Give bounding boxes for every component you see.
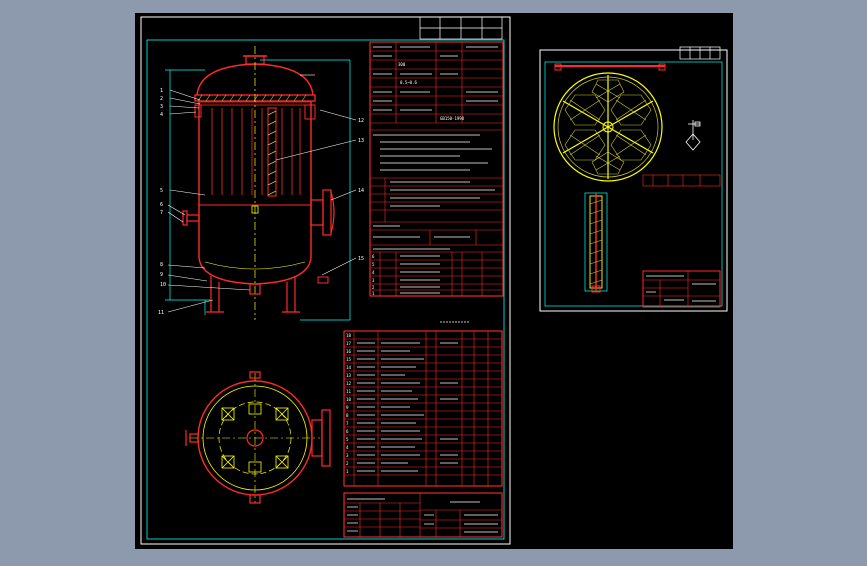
main-drawing-sheet: 1 2 3 4 5 6 7 8 9 10 11 12 13 14 15 [140,16,511,545]
callout-4: 4 [160,112,163,118]
technical-data-table [369,41,504,297]
part-number: 9 [346,405,349,410]
leader-lines-right [275,74,357,276]
callout-numbers: 1 2 3 4 5 6 7 8 9 10 11 12 13 14 15 [158,88,364,316]
callout-8: 8 [160,262,163,268]
callout-9: 9 [160,272,163,278]
nozzle-row-id: 5 [372,262,375,267]
main-sheet-border [140,16,511,545]
parts-list-table [343,330,503,487]
center-element-hatch [267,110,277,196]
part-number: 7 [346,421,349,426]
tube-sheet-ribs [562,75,654,179]
nozzle-row-id: 4 [372,270,375,275]
part-number: 5 [346,437,349,442]
callout-3: 3 [160,104,163,110]
parts-list-text-strokes [357,342,458,472]
tube-sheet-outer [553,72,663,182]
plan-nozzles [185,371,331,504]
detail-table-strip [642,174,721,187]
vessel-elevation-view: 1 2 3 4 5 6 7 8 9 10 11 12 13 14 15 [158,46,364,321]
nozzle-row-id: 3 [372,278,375,283]
tube-hole-pattern [564,79,652,175]
part-number: 17 [346,341,352,346]
main-inner-frame [146,39,505,540]
top-title-stub [419,16,503,40]
inlet-nozzle-left [182,210,200,226]
filter-element-bundle [211,108,301,195]
technical-data-notes: 300 GB150-1998 0.5~0.6 [398,62,465,121]
drain-nozzle [249,283,261,295]
part-number: 11 [346,389,352,394]
leader-lines-left [167,89,251,313]
callout-15: 15 [358,256,364,262]
part-number: 12 [346,381,352,386]
callout-1: 1 [160,88,163,94]
elevation-dimension-lines [165,59,351,321]
detail-title-stub [679,46,721,60]
part-number: 14 [346,365,352,370]
outlet-nozzle-right [310,189,335,236]
detail-title-text-strokes [646,275,716,302]
plan-filter-elements [221,403,289,473]
note-value-1: 300 [398,62,406,67]
nozzle-detail [685,120,701,151]
callout-13: 13 [358,138,364,144]
nozzle-row-id: 1 [372,291,375,296]
callout-5: 5 [160,188,163,194]
bottom-right-nozzle [317,276,329,284]
gauge-nozzle-top-left [194,104,202,118]
vent-nozzle-top-right [304,104,316,120]
callout-12: 12 [358,118,364,124]
callout-6: 6 [160,202,163,208]
nozzle-row-id: 6 [372,254,375,259]
nozzle-row-id: 2 [372,285,375,290]
note-value-2: GB150-1998 [440,116,465,121]
support-legs [206,276,300,313]
vessel-plan-view [185,371,331,504]
part-number: 4 [346,445,349,450]
part-number: 6 [346,429,349,434]
filter-element-section [584,192,608,293]
part-number: 15 [346,357,352,362]
part-number: 18 [346,333,352,338]
callout-11: 11 [158,310,164,316]
part-number: 16 [346,349,352,354]
parts-list-item-numbers: 18 17 16 15 14 13 12 11 10 9 8 7 6 5 4 3… [346,333,352,474]
data-table-text-strokes [373,46,498,294]
title-block [343,492,503,538]
note-value-3: 0.5~0.6 [400,80,417,85]
part-number: 3 [346,453,349,458]
callout-2: 2 [160,96,163,102]
part-number: 10 [346,397,352,402]
title-block-text-strokes [347,498,498,533]
detail-inner-frame [544,61,723,307]
callout-7: 7 [160,210,163,216]
flange-hatching [197,94,307,102]
callout-14: 14 [358,188,364,194]
callout-10: 10 [160,282,166,288]
part-number: 8 [346,413,349,418]
detail-sheet-border [539,49,728,312]
detail-title-block [642,270,721,308]
part-number: 1 [346,469,349,474]
detail-drawing-sheet [539,46,728,312]
part-number: 2 [346,461,349,466]
plan-center-nozzle [246,429,264,447]
tube-sheet-plan [553,63,666,182]
part-number: 13 [346,373,352,378]
center-filter-element [267,107,277,197]
data-table-row-ids: 6 5 4 3 2 1 [372,254,375,296]
